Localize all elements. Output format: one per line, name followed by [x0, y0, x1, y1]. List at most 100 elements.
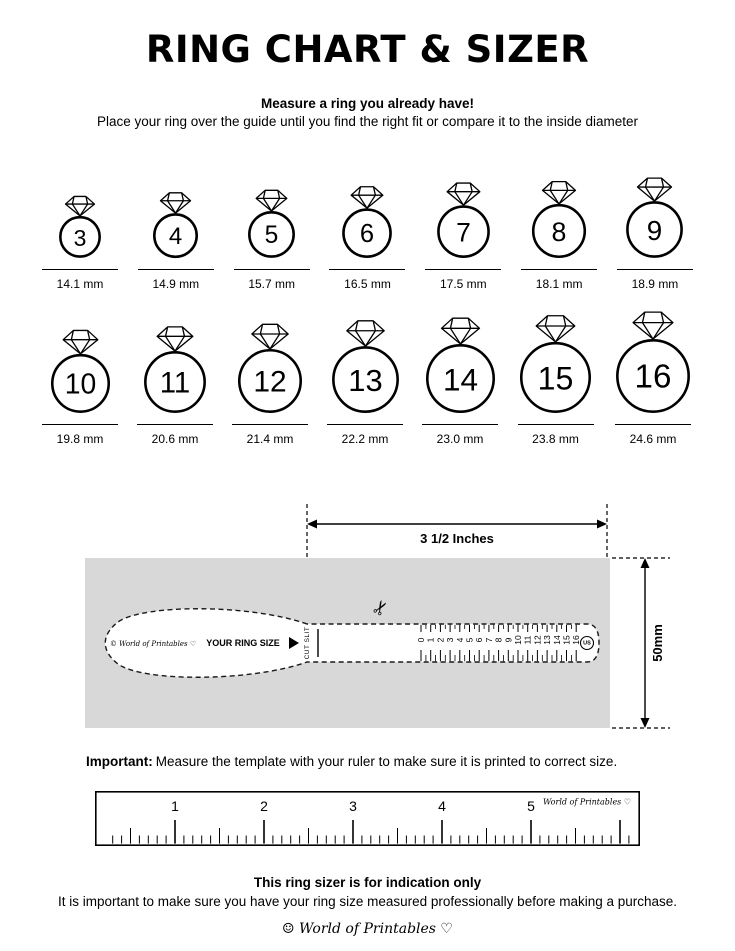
ring-diameter-label: 17.5 mm — [425, 269, 502, 291]
ring-icon: 5 — [248, 189, 296, 258]
ring-icon: 11 — [144, 326, 206, 413]
ring-icon: 12 — [237, 323, 303, 413]
diamond-icon — [440, 317, 480, 345]
page-title: RING CHART & SIZER — [145, 28, 590, 71]
ring-size-13: 13 22.2 mm — [327, 318, 403, 446]
width-arrowhead-right — [597, 519, 607, 529]
ruler-brand-label: World of Printables ♡ — [543, 798, 631, 807]
your-ring-size-label: YOUR RING SIZE — [206, 638, 280, 648]
ring-size-14: 14 23.0 mm — [422, 316, 498, 446]
footer-note: This ring sizer is for indication only I… — [0, 873, 735, 911]
ring-icon: 9 — [626, 177, 684, 258]
ring-sizer-diagram: 3 1/2 Inches 50mm © World of Printables … — [85, 504, 670, 729]
gauge-number: 3 — [445, 637, 455, 642]
ring-size-number: 16 — [635, 359, 672, 396]
gauge-number: 5 — [465, 637, 475, 642]
ring-diameter-label: 14.9 mm — [137, 269, 214, 291]
ring-size-7: 7 17.5 mm — [425, 177, 502, 291]
ring-icon: 14 — [425, 317, 495, 414]
ring-band — [144, 351, 206, 413]
us-standard-badge — [579, 635, 595, 651]
footer-text: It is important to make sure you have yo… — [57, 894, 678, 909]
ring-band — [342, 208, 393, 258]
gauge-number: 14 — [552, 635, 562, 645]
ruler-number: 2 — [260, 798, 268, 814]
gauge-number: 10 — [513, 635, 523, 645]
ring-icon: 7 — [436, 182, 490, 258]
diamond-icon — [255, 189, 288, 212]
ring-band — [50, 353, 110, 413]
ring-diameter-label: 18.1 mm — [521, 269, 598, 291]
diamond-icon — [251, 323, 289, 350]
ring-band — [425, 343, 495, 414]
ring-size-number: 8 — [552, 217, 567, 247]
ring-band — [59, 215, 101, 258]
ring-icon: 8 — [532, 180, 587, 259]
width-arrowhead-left — [307, 519, 317, 529]
gauge-number: 16 — [571, 635, 581, 645]
diamond-icon — [64, 195, 96, 217]
ring-size-4: 4 14.9 mm — [137, 185, 214, 291]
ring-icon: 16 — [616, 311, 690, 413]
ring-diameter-label: 14.1 mm — [42, 269, 118, 291]
intro-block: Measure a ring you already have! Place y… — [0, 95, 735, 131]
ring-band — [331, 346, 399, 413]
ring-icon: 3 — [59, 195, 101, 258]
ring-band — [237, 348, 303, 413]
ring-size-11: 11 20.6 mm — [137, 323, 213, 446]
diamond-icon — [637, 177, 673, 202]
ring-icon: 15 — [519, 315, 592, 413]
ring-size-number: 7 — [456, 218, 471, 248]
sizer-cutout-outline — [104, 608, 600, 678]
ring-band — [519, 341, 592, 413]
ring-size-16: 16 24.6 mm — [613, 311, 693, 446]
diamond-icon — [160, 192, 192, 214]
ring-size-3: 3 14.1 mm — [42, 188, 118, 291]
diamond-icon — [350, 186, 384, 209]
gauge-number: 6 — [474, 637, 484, 642]
height-arrowhead-bottom — [640, 718, 650, 728]
height-arrowhead-top — [640, 558, 650, 568]
ring-diameter-label: 15.7 mm — [233, 269, 310, 291]
ring-size-number: 12 — [253, 365, 286, 398]
ring-diameter-label: 20.6 mm — [137, 424, 213, 446]
ring-diameter-label: 22.2 mm — [327, 424, 403, 446]
ring-size-number: 14 — [442, 362, 477, 398]
diamond-icon — [156, 326, 194, 352]
gauge-number: 11 — [523, 635, 533, 644]
diamond-icon — [62, 329, 98, 355]
gauge-number: 2 — [435, 637, 445, 642]
ring-diameter-label: 24.6 mm — [615, 424, 691, 446]
ring-diameter-label: 18.9 mm — [616, 269, 693, 291]
important-text: Measure the template with your ruler to … — [155, 754, 618, 769]
intro-heading: Measure a ring you already have! — [260, 96, 475, 111]
ring-size-number: 10 — [64, 368, 96, 400]
ring-icon: 6 — [342, 186, 393, 258]
ring-size-number: 13 — [348, 363, 382, 398]
gauge-number: 1 — [426, 637, 436, 642]
ring-size-chart: 3 14.1 mm 4 14.9 mm 5 15.7 mm 6 16.5 mm 7 17.5 mm… — [0, 173, 735, 446]
diamond-icon — [535, 315, 576, 343]
diamond-icon — [542, 180, 577, 205]
diamond-icon — [345, 320, 385, 347]
ring-diameter-label: 23.0 mm — [422, 424, 498, 446]
gauge-number: 15 — [562, 635, 572, 645]
gauge-number: 7 — [484, 637, 494, 642]
ring-diameter-label: 16.5 mm — [329, 269, 406, 291]
ring-size-5: 5 15.7 mm — [233, 183, 310, 291]
sizer-brand-label: © World of Printables ♡ — [110, 640, 196, 648]
ring-size-number: 4 — [169, 223, 182, 250]
ring-size-number: 9 — [647, 215, 662, 246]
ring-size-number: 3 — [74, 225, 87, 251]
sizer-paddle-group: © World of Printables ♡ YOUR RING SIZE C… — [104, 596, 600, 678]
footer-heading: This ring sizer is for indication only — [253, 875, 482, 890]
diamond-icon — [632, 311, 674, 340]
gauge-number: 8 — [494, 637, 504, 642]
ring-band — [248, 210, 296, 258]
ring-icon: 4 — [153, 192, 199, 259]
